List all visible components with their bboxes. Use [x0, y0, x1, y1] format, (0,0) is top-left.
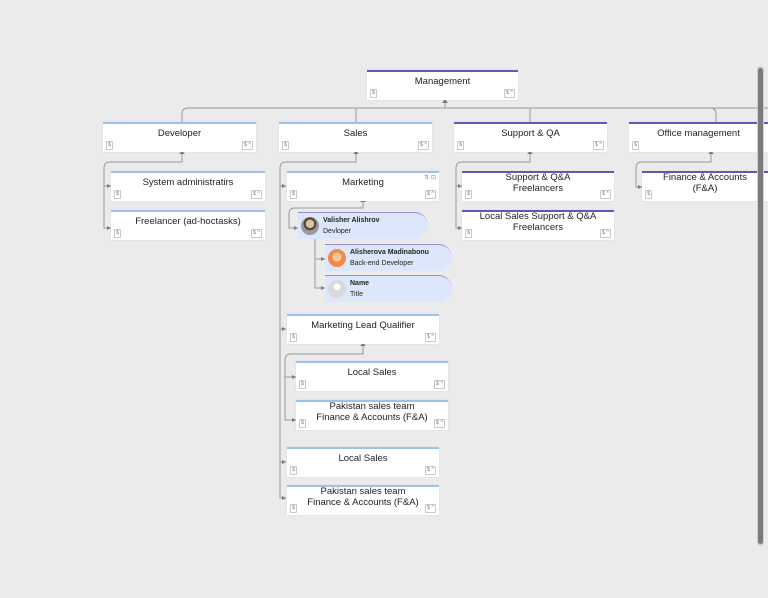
- dollar-icon[interactable]: $: [114, 190, 122, 199]
- dollar-icon[interactable]: $: [632, 141, 640, 150]
- node-freelancer[interactable]: Freelancer (ad-hoctasks) $ $ ^: [111, 210, 265, 240]
- node-marketing[interactable]: Marketing ⇅ ⊡ $ $ ^: [287, 171, 439, 201]
- person-name: Name: [350, 280, 370, 287]
- dollar-icon[interactable]: $: [282, 141, 290, 150]
- node-system-administratirs[interactable]: System administratirs $ $ ^: [111, 171, 265, 201]
- cartoon-avatar: [328, 249, 346, 267]
- node-label: Management: [414, 76, 471, 87]
- collapse-toggle-icon[interactable]: $ ^: [592, 141, 604, 150]
- node-label: Office management: [657, 128, 740, 139]
- node-label: Marketing Lead Qualifier: [311, 320, 415, 331]
- node-local-sales[interactable]: Local Sales $ $ ^: [287, 447, 439, 477]
- node-label: Local Sales: [347, 367, 397, 378]
- node-label: Sales: [343, 128, 368, 139]
- node-label: Freelancer (ad-hoctasks): [135, 216, 241, 227]
- node-label: Developer: [157, 128, 202, 139]
- collapse-toggle-icon[interactable]: $ ^: [424, 466, 436, 475]
- collapse-toggle-icon[interactable]: $ ^: [250, 229, 262, 238]
- node-pakistan-sales-inner[interactable]: Pakistan sales team Finance & Accounts (…: [296, 400, 448, 430]
- sort-icon[interactable]: ⇅ ⊡: [424, 175, 436, 181]
- collapse-toggle-icon[interactable]: $ ^: [424, 190, 436, 199]
- collapse-toggle-icon[interactable]: $ ^: [503, 89, 515, 98]
- collapse-toggle-icon[interactable]: $ ^: [424, 504, 436, 513]
- person-card[interactable]: Name Title: [325, 275, 452, 302]
- person-name: Valisher Alishrov: [323, 217, 380, 224]
- node-developer[interactable]: Developer $ $ ^: [103, 122, 256, 152]
- dollar-icon[interactable]: $: [370, 89, 378, 98]
- node-management[interactable]: Management $ $ ^: [367, 70, 518, 100]
- node-finance-accounts[interactable]: Finance & Accounts (F&A) $: [642, 171, 768, 201]
- person-title: Title: [350, 291, 363, 298]
- dollar-icon[interactable]: $: [290, 333, 298, 342]
- dollar-icon[interactable]: $: [114, 229, 122, 238]
- collapse-toggle-icon[interactable]: $ ^: [241, 141, 253, 150]
- node-label: Marketing: [342, 177, 384, 188]
- person-card[interactable]: Alisherova Madinabonu Back-end Developer: [325, 244, 452, 271]
- collapse-toggle-icon[interactable]: $ ^: [433, 419, 445, 428]
- node-local-sales-inner[interactable]: Local Sales $ $ ^: [296, 361, 448, 391]
- node-label: Support & QA: [501, 128, 560, 139]
- person-title: Back-end Developer: [350, 260, 414, 267]
- collapse-toggle-icon[interactable]: $ ^: [424, 333, 436, 342]
- node-support-qa[interactable]: Support & QA $ $ ^: [454, 122, 607, 152]
- collapse-toggle-icon[interactable]: $ ^: [250, 190, 262, 199]
- node-label: System administratirs: [142, 177, 234, 188]
- blank-avatar: [328, 280, 346, 298]
- node-sales[interactable]: Sales $ $ ^: [279, 122, 432, 152]
- node-label: Pakistan sales team Finance & Accounts (…: [307, 485, 419, 508]
- collapse-toggle-icon[interactable]: $ ^: [599, 229, 611, 238]
- node-marketing-lead-qualifier[interactable]: Marketing Lead Qualifier $ $ ^: [287, 314, 439, 344]
- dollar-icon[interactable]: $: [645, 190, 653, 199]
- dollar-icon[interactable]: $: [290, 466, 298, 475]
- node-pakistan-sales[interactable]: Pakistan sales team Finance & Accounts (…: [287, 485, 439, 515]
- dollar-icon[interactable]: $: [299, 419, 307, 428]
- person-name: Alisherova Madinabonu: [350, 249, 429, 256]
- collapse-toggle-icon[interactable]: $ ^: [599, 190, 611, 199]
- collapse-toggle-icon[interactable]: $ ^: [417, 141, 429, 150]
- person-card[interactable]: Valisher Alishrov Devloper: [298, 212, 428, 239]
- dollar-icon[interactable]: $: [290, 190, 298, 199]
- node-office-management[interactable]: Office management $: [629, 122, 768, 152]
- node-support-freelancers[interactable]: Support & Q&A Freelancers $ $ ^: [462, 171, 614, 201]
- dollar-icon[interactable]: $: [106, 141, 114, 150]
- node-label: Local Sales: [338, 453, 388, 464]
- dollar-icon[interactable]: $: [457, 141, 465, 150]
- scrollbar-thumb[interactable]: [758, 68, 763, 544]
- node-label: Finance & Accounts (F&A): [663, 171, 747, 194]
- node-local-sales-support[interactable]: Local Sales Support & Q&A Freelancers $ …: [462, 210, 614, 240]
- dollar-icon[interactable]: $: [465, 190, 473, 199]
- dollar-icon[interactable]: $: [290, 504, 298, 513]
- node-label: Support & Q&A Freelancers: [505, 171, 571, 194]
- dollar-icon[interactable]: $: [299, 380, 307, 389]
- person-title: Devloper: [323, 228, 352, 235]
- node-label: Local Sales Support & Q&A Freelancers: [479, 210, 597, 233]
- collapse-toggle-icon[interactable]: $ ^: [433, 380, 445, 389]
- node-label: Pakistan sales team Finance & Accounts (…: [316, 400, 428, 423]
- photo-avatar: [301, 217, 319, 235]
- dollar-icon[interactable]: $: [465, 229, 473, 238]
